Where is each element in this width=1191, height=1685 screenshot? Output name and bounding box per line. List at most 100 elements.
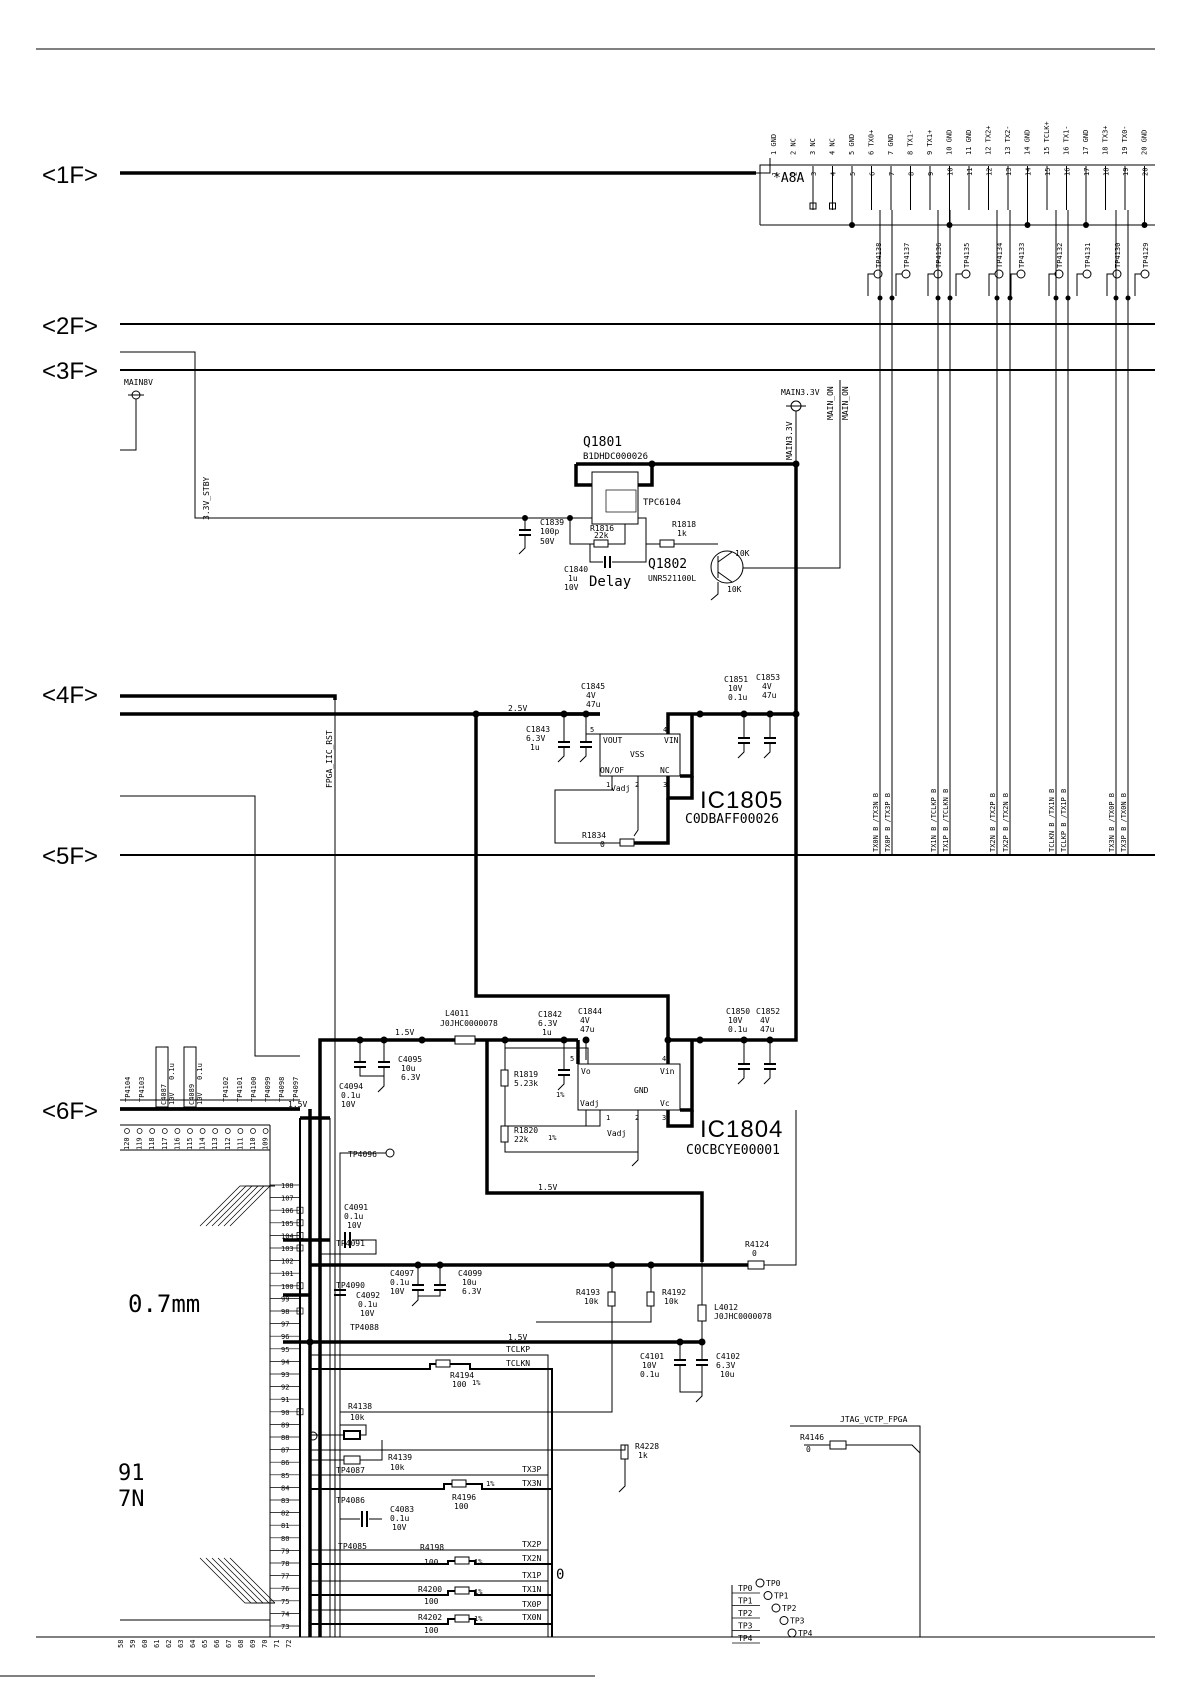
svg-text:0.1u: 0.1u — [728, 693, 747, 702]
svg-text:1.5V: 1.5V — [538, 1183, 557, 1192]
tp-left-label: TP4099 — [264, 1077, 272, 1102]
svg-text:10k: 10k — [584, 1297, 599, 1306]
bus-net-label: TX0P_B /TX3P_B — [884, 793, 892, 852]
test-point — [1140, 269, 1150, 279]
test-point — [873, 269, 883, 279]
svg-text:10k: 10k — [350, 1413, 365, 1422]
tp-fpga-label: TP4088 — [350, 1323, 379, 1332]
svg-text:GND: GND — [634, 1086, 649, 1095]
fpga-pin-number: 94 — [281, 1358, 289, 1366]
svg-text:10V: 10V — [341, 1100, 356, 1109]
svg-text:5: 5 — [570, 1055, 574, 1063]
svg-text:0.1u: 0.1u — [196, 1063, 204, 1080]
svg-text:100: 100 — [454, 1502, 469, 1511]
svg-text:ON/OF: ON/OF — [600, 766, 624, 775]
connector-pin-label: 8 TX1- — [907, 130, 915, 155]
svg-text:C1839: C1839 — [540, 518, 564, 527]
connector-pin-number: 18 — [1103, 168, 1111, 176]
floor-bus-3f: <3F> — [42, 351, 1155, 519]
svg-text:1%: 1% — [556, 1091, 565, 1099]
svg-text:C4099: C4099 — [458, 1269, 482, 1278]
tp-bottom-label: TP0 — [766, 1579, 781, 1588]
svg-text:R1819: R1819 — [514, 1070, 538, 1079]
svg-text:22k: 22k — [594, 531, 609, 540]
connector-pin-label: 1 GND — [770, 134, 778, 155]
svg-text:JTAG_VCTP_FPGA: JTAG_VCTP_FPGA — [840, 1415, 908, 1424]
fpga-bottom-pin: 65 — [201, 1640, 209, 1648]
svg-text:TX2N: TX2N — [522, 1554, 541, 1563]
svg-text:100: 100 — [424, 1558, 439, 1567]
svg-text:TX2P: TX2P — [522, 1540, 541, 1549]
svg-text:10k: 10k — [664, 1297, 679, 1306]
fpga-pin-number: 86 — [281, 1459, 289, 1467]
rail-1v5: 1.5V L4011 J0JHC0000078 — [318, 1009, 774, 1109]
connector-pin-number: 13 — [1005, 168, 1013, 176]
fpga-top-pin: 120 — [123, 1137, 131, 1150]
fpga-pin-number: 101 — [281, 1270, 294, 1278]
fpga-bottom-pin: 69 — [249, 1640, 257, 1648]
svg-text:100p: 100p — [540, 527, 559, 536]
fpga-bottom-pin: 70 — [261, 1640, 269, 1648]
fpga-pin-number: 98 — [281, 1308, 289, 1316]
svg-text:C1850: C1850 — [726, 1007, 750, 1016]
connector-pin-label: 13 TX2- — [1004, 125, 1012, 155]
svg-text:C1840: C1840 — [564, 565, 588, 574]
connector-pin-number: 4 — [830, 172, 838, 176]
c1843: C1843 6.3V 1u — [526, 714, 570, 763]
fpga-pin-number: 73 — [281, 1623, 289, 1631]
svg-text:10V: 10V — [168, 1092, 176, 1105]
svg-text:C0CBCYE00001: C0CBCYE00001 — [686, 1143, 780, 1158]
fpga-bottom-pin: 67 — [225, 1640, 233, 1648]
bus-net-label: TCLKN_B /TX1N_B — [1048, 789, 1056, 852]
svg-text:2.5V: 2.5V — [508, 704, 527, 713]
fpga-top-pin: 115 — [186, 1137, 194, 1150]
svg-text:5: 5 — [590, 726, 594, 734]
bus-net-label: TX1N_B /TCLKP_B — [930, 789, 938, 852]
fpga-pin-number: 84 — [281, 1484, 289, 1492]
tp-bottom-net: TP2 — [738, 1609, 753, 1618]
c1839: C1839 100p 50V — [518, 518, 564, 555]
connector-pin-label: 14 GND — [1024, 130, 1032, 155]
svg-text:Vo: Vo — [581, 1067, 591, 1076]
fpga-pin-number: 95 — [281, 1346, 289, 1354]
connector-pin-number: 14 — [1025, 168, 1033, 176]
r1816: R1816 22k — [567, 515, 626, 548]
svg-text:1k: 1k — [638, 1451, 648, 1460]
bus-net-label: TX1P_B /TCLKN_B — [942, 789, 950, 852]
svg-text:TX0N: TX0N — [522, 1613, 541, 1622]
fpga-top-pin: 116 — [173, 1137, 181, 1150]
test-point — [1016, 269, 1026, 279]
test-point — [901, 269, 911, 279]
svg-text:10K: 10K — [727, 585, 742, 594]
fpga-top-pin: 119 — [136, 1137, 144, 1150]
tp-fpga-label: TP4090 — [336, 1281, 365, 1290]
fpga-pin-number: 108 — [281, 1182, 294, 1190]
fpga-pin-number: 87 — [281, 1447, 289, 1455]
test-point-label: TP4138 — [875, 243, 883, 268]
fpga-bottom-pin: 59 — [129, 1640, 137, 1648]
svg-text:0.1u: 0.1u — [728, 1025, 747, 1034]
svg-text:10V: 10V — [196, 1092, 204, 1105]
floor-bus-2f: <2F> — [42, 313, 1155, 340]
fpga-pin-number: 79 — [281, 1547, 289, 1555]
svg-text:VOUT: VOUT — [603, 736, 622, 745]
svg-text:Vc: Vc — [660, 1099, 670, 1108]
fpga-top-pin: 111 — [236, 1137, 244, 1150]
tp-bottom-label: TP4 — [798, 1629, 813, 1638]
fpga-bottom-pin: 62 — [165, 1640, 173, 1648]
svg-text:5.23k: 5.23k — [514, 1079, 538, 1088]
bus-net-label: TX3N_B /TX0P_B — [1108, 793, 1116, 852]
svg-text:C1853: C1853 — [756, 673, 780, 682]
c1840: C1840 1u 10V Delay — [564, 544, 647, 592]
test-point-label: TP4137 — [903, 243, 911, 268]
connector-pin-label: 3 NC — [809, 138, 817, 155]
tp-bottom-label: TP3 — [790, 1617, 805, 1626]
fpga-bottom-pin: 71 — [273, 1640, 281, 1648]
svg-text:R4202: R4202 — [418, 1613, 442, 1622]
fpga-bottom-pin: 72 — [285, 1640, 293, 1648]
svg-text:C4091: C4091 — [344, 1203, 368, 1212]
svg-text:0.1u: 0.1u — [168, 1063, 176, 1080]
c1853: C1853 4V 47u — [756, 673, 780, 759]
